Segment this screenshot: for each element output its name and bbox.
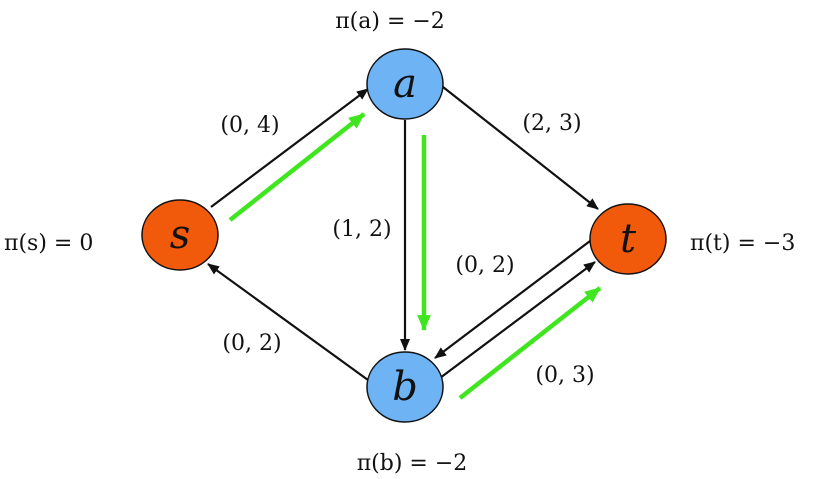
potential-label-b: π(b) = −2 [357,451,468,476]
node-b: b [366,351,444,423]
flow-arrow-b-to-t [458,286,602,400]
edge-s-to-a [210,88,369,208]
potential-label-s: π(s) = 0 [4,231,93,256]
edge-t-to-b [434,237,595,359]
edge-label-a-t: (2, 3) [522,111,581,136]
node-b-label: b [392,364,418,410]
edge-label-s-a: (0, 4) [220,113,279,138]
edge-label-a-b: (1, 2) [332,217,391,242]
flow-arrow-s-to-a [228,112,366,222]
node-a: a [366,48,444,120]
edge-a-to-t [442,86,599,210]
node-t: t [589,203,667,275]
edge-b-to-s [207,263,369,381]
node-a-label: a [393,61,417,107]
edge-label-t-b: (0, 2) [455,253,514,278]
edge-b-to-t [439,261,596,379]
node-t-label: t [620,216,637,262]
node-s-label: s [170,212,191,258]
edge-label-b-t: (0, 3) [535,363,594,388]
potential-label-t: π(t) = −3 [690,231,795,256]
edge-label-b-s: (0, 2) [222,331,281,356]
potential-label-a: π(a) = −2 [335,9,445,34]
node-s: s [141,199,219,271]
